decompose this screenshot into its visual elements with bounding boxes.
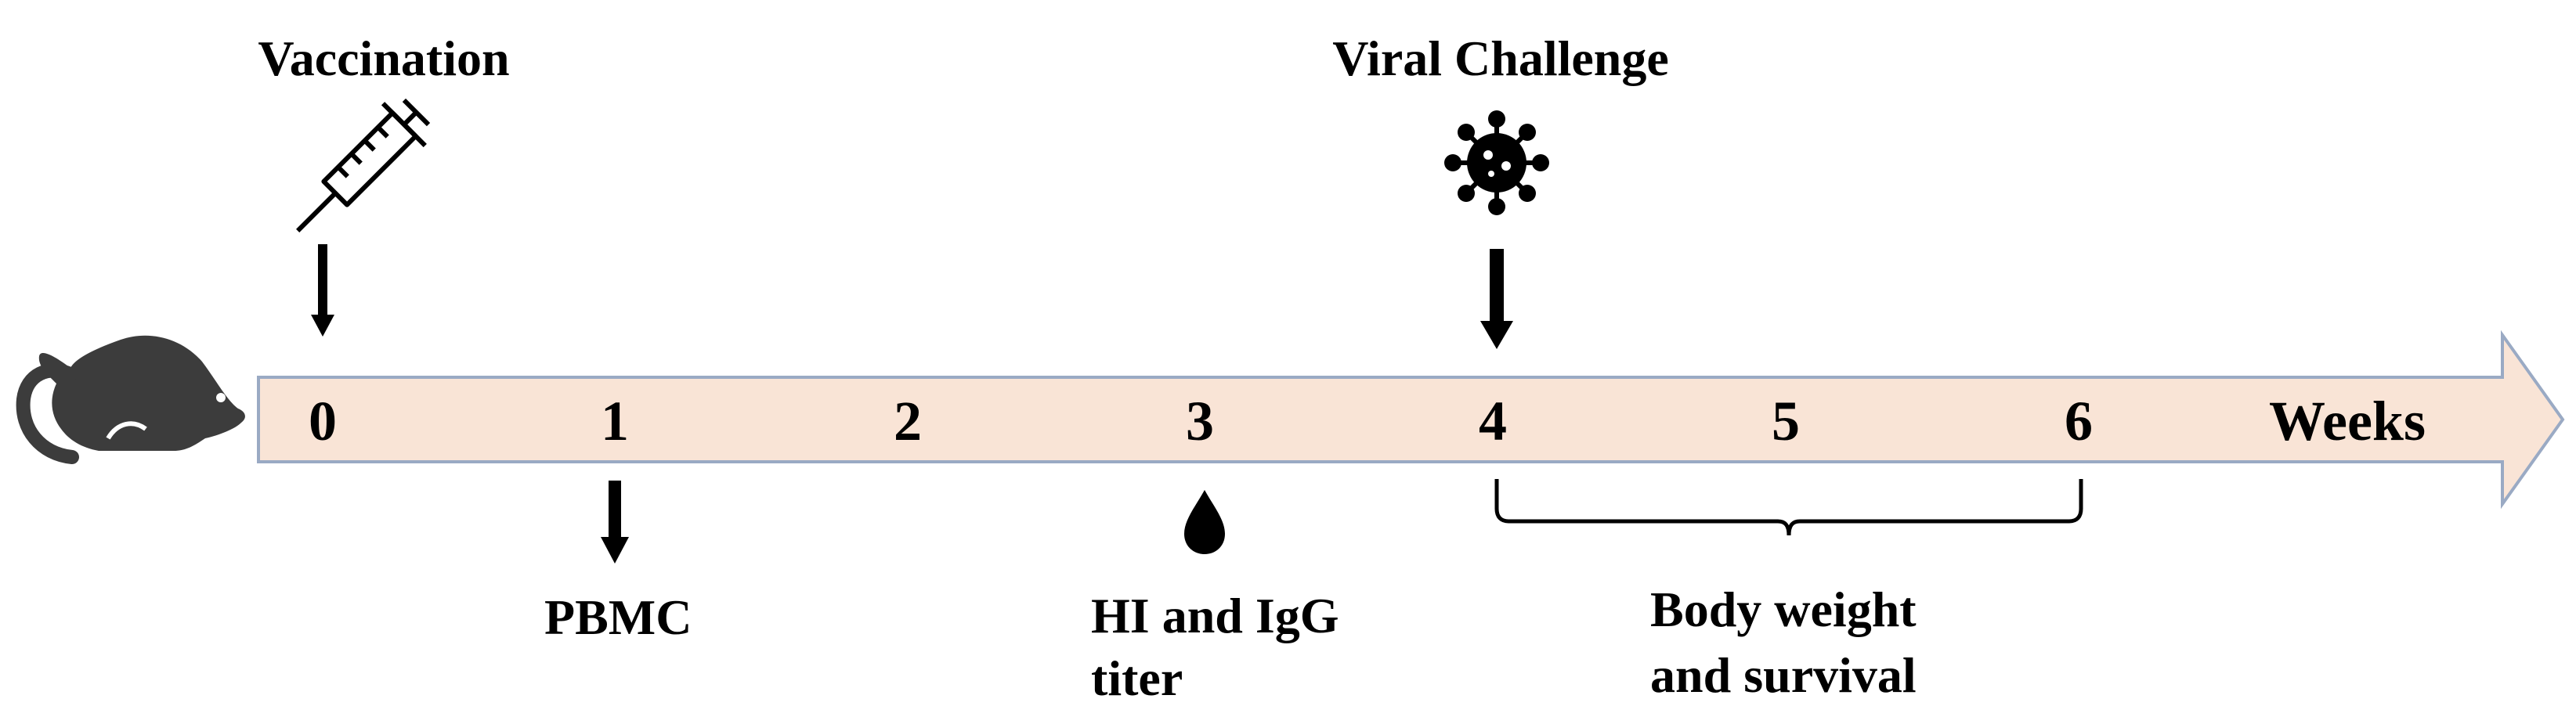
viral-challenge-label: Viral Challenge [1332, 31, 1669, 86]
week-label-4: 4 [1479, 390, 1507, 452]
titer-label-line2: titer [1091, 650, 1183, 706]
pbmc-label: PBMC [544, 589, 692, 645]
vaccination-label: Vaccination [258, 31, 509, 86]
mouse-icon [16, 335, 245, 464]
titer-label-line1: HI and IgG [1091, 588, 1339, 643]
week-label-2: 2 [894, 390, 922, 452]
timeline-arrow [257, 330, 2565, 510]
blood-drop-icon [1184, 490, 1225, 554]
week-label-3: 3 [1186, 390, 1214, 452]
monitoring-bracket [1494, 479, 2083, 536]
monitoring-label-line1: Body weight [1650, 582, 1917, 637]
week-label-6: 6 [2065, 390, 2093, 452]
vaccination-arrow [311, 244, 334, 337]
weeks-unit-label: Weeks [2269, 390, 2426, 452]
pbmc-arrow [601, 481, 629, 564]
week-label-0: 0 [309, 390, 337, 452]
week-label-5: 5 [1772, 390, 1800, 452]
challenge-arrow [1480, 249, 1513, 349]
monitoring-label-line2: and survival [1650, 647, 1917, 703]
week-label-1: 1 [601, 390, 629, 452]
syringe-icon [296, 98, 431, 232]
virus-icon [1444, 110, 1549, 215]
